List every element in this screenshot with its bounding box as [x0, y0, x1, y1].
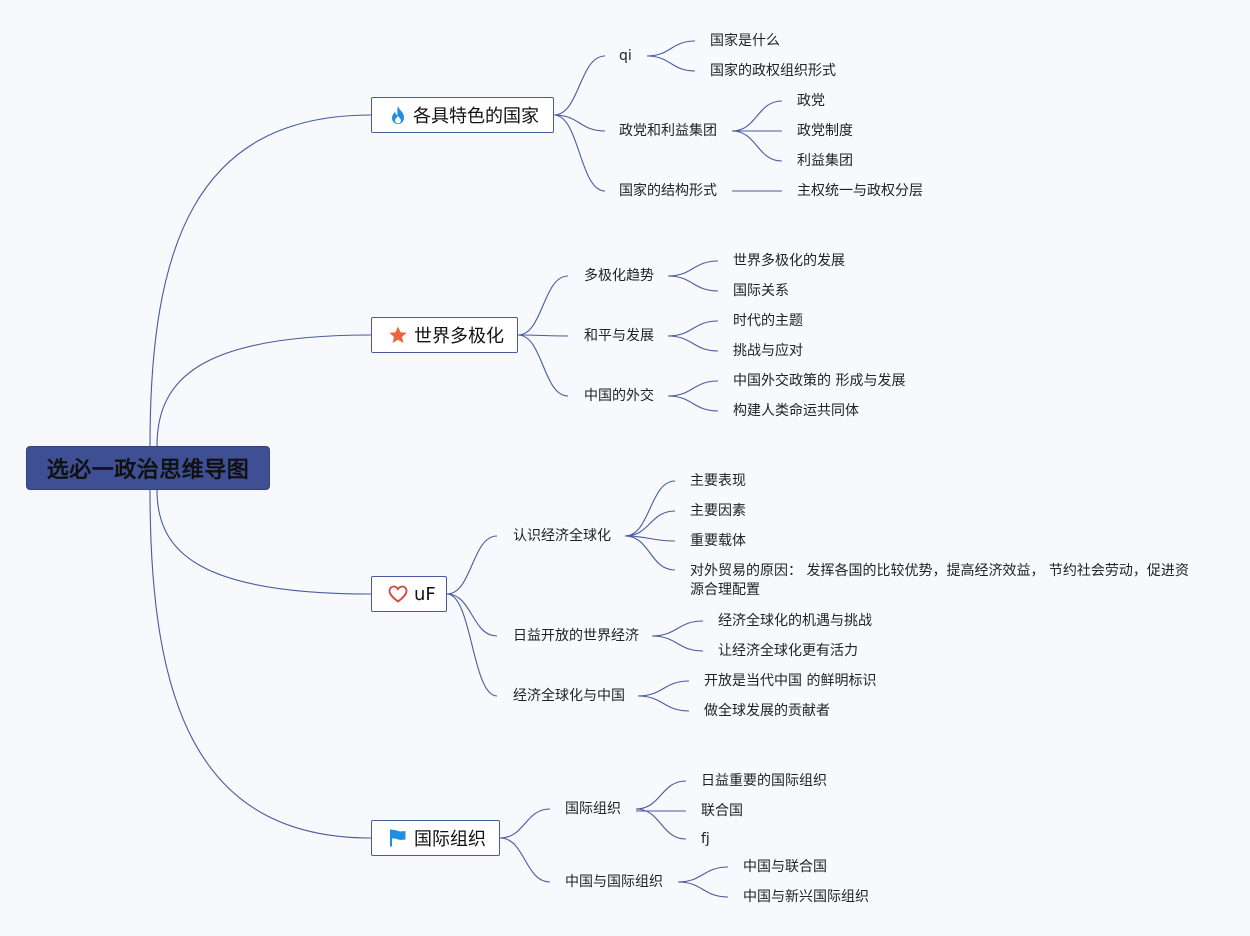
connector — [499, 837, 551, 883]
connector — [651, 635, 704, 652]
branch-label: uF — [414, 583, 436, 605]
connector — [667, 260, 719, 277]
sub-node[interactable]: 认识经济全球化 — [513, 528, 611, 544]
connector — [624, 535, 676, 571]
leaf-node[interactable]: 中国与新兴国际组织 — [743, 889, 869, 905]
sub-node[interactable]: 中国的外交 — [584, 388, 654, 404]
connector — [149, 114, 372, 447]
leaf-node[interactable]: 世界多极化的发展 — [733, 253, 845, 269]
connector — [635, 780, 687, 810]
sub-node[interactable]: 和平与发展 — [584, 328, 654, 344]
sub-node[interactable]: 中国与国际组织 — [565, 874, 663, 890]
branch-node-3[interactable]: uF — [371, 576, 447, 612]
connector — [667, 395, 719, 412]
leaf-node[interactable]: 让经济全球化更有活力 — [718, 643, 858, 659]
connector — [149, 489, 372, 839]
sub-node[interactable]: 日益开放的世界经济 — [513, 628, 639, 644]
leaf-node[interactable]: 日益重要的国际组织 — [701, 773, 827, 789]
connector — [651, 620, 704, 637]
leaf-node[interactable]: 国家是什么 — [710, 33, 780, 49]
leaf-node[interactable]: 联合国 — [701, 803, 743, 819]
leaf-node[interactable]: 国际关系 — [733, 283, 789, 299]
sub-node[interactable]: 政党和利益集团 — [619, 123, 717, 139]
sub-node[interactable]: 国家的结构形式 — [619, 183, 717, 199]
connector — [731, 130, 783, 162]
connector — [635, 808, 687, 840]
leaf-node[interactable]: 时代的主题 — [733, 313, 803, 329]
leaf-node[interactable]: 经济全球化的机遇与挑战 — [718, 613, 872, 629]
branch-label: 国际组织 — [414, 829, 486, 850]
connector — [667, 320, 719, 337]
leaf-node[interactable]: 挑战与应对 — [733, 343, 803, 359]
heart-icon — [388, 584, 408, 604]
branch-node-1[interactable]: 各具特色的国家 — [371, 97, 554, 133]
connector — [667, 275, 719, 292]
leaf-node[interactable]: 主权统一与政权分层 — [797, 183, 923, 199]
sub-node[interactable]: 国际组织 — [565, 801, 621, 817]
branch-label: 世界多极化 — [414, 326, 504, 347]
root-node[interactable]: 选必一政治思维导图 — [26, 446, 270, 490]
connector — [677, 881, 729, 898]
connector — [446, 593, 498, 637]
connector — [637, 695, 690, 712]
branch-node-4[interactable]: 国际组织 — [371, 820, 500, 856]
sub-node[interactable]: 多极化趋势 — [584, 268, 654, 284]
connector — [553, 114, 606, 192]
connector — [517, 334, 569, 397]
leaf-node[interactable]: 中国外交政策的 形成与发展 — [733, 373, 906, 389]
leaf-node[interactable]: 主要因素 — [690, 503, 746, 519]
leaf-node[interactable]: 做全球发展的贡献者 — [704, 703, 830, 719]
leaf-node[interactable]: 开放是当代中国 的鲜明标识 — [704, 673, 877, 689]
connector — [517, 334, 569, 337]
connector — [637, 680, 690, 697]
leaf-node[interactable]: 重要载体 — [690, 533, 746, 549]
connector — [499, 808, 551, 839]
connector — [156, 489, 372, 595]
leaf-node[interactable]: fj — [701, 831, 710, 847]
connector — [731, 100, 783, 132]
branch-label: 各具特色的国家 — [413, 106, 539, 127]
leaf-node[interactable]: 对外贸易的原因： 发挥各国的比较优势，提高经济效益， 节约社会劳动，促进资源合理… — [690, 563, 1189, 598]
sub-node[interactable]: 经济全球化与中国 — [513, 688, 625, 704]
star-icon — [388, 325, 408, 345]
flag-icon — [388, 828, 408, 848]
connector — [553, 114, 606, 132]
connector — [446, 593, 498, 697]
connector — [156, 334, 372, 447]
connector — [517, 275, 569, 336]
leaf-node[interactable]: 主要表现 — [690, 473, 746, 489]
connector — [677, 866, 729, 883]
connector — [667, 380, 719, 397]
connector — [624, 480, 676, 537]
leaf-node[interactable]: 政党制度 — [797, 123, 853, 139]
sub-node[interactable]: qi — [619, 48, 632, 64]
connector — [667, 335, 719, 352]
leaf-node[interactable]: 政党 — [797, 93, 825, 109]
branch-node-2[interactable]: 世界多极化 — [371, 317, 518, 353]
leaf-node[interactable]: 构建人类命运共同体 — [733, 403, 859, 419]
leaf-node[interactable]: 利益集团 — [797, 153, 853, 169]
flame-icon — [388, 105, 407, 125]
leaf-node[interactable]: 国家的政权组织形式 — [710, 63, 836, 79]
leaf-node[interactable]: 中国与联合国 — [743, 859, 827, 875]
connector — [553, 55, 606, 116]
connector — [646, 55, 696, 72]
connector — [446, 535, 498, 595]
connector — [624, 510, 676, 537]
connector — [646, 40, 696, 57]
